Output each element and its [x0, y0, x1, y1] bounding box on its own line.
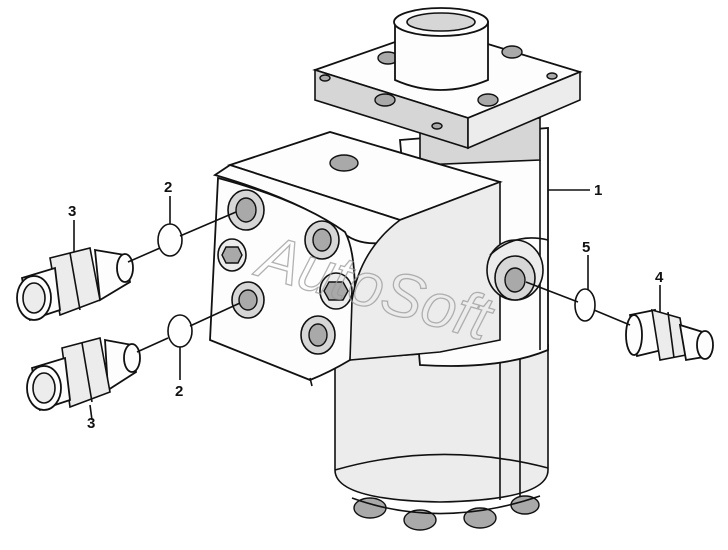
o-ring-upper [157, 223, 183, 257]
lower-cylinder [334, 344, 549, 503]
lower-cylinder-seam [334, 453, 549, 471]
hex-plug-center [319, 272, 353, 310]
adapter-fitting-right [625, 308, 714, 362]
o-ring-right [574, 288, 596, 322]
adapter-fitting-upper [16, 247, 134, 322]
block-top-bolt [329, 154, 359, 172]
bottom-bolts [351, 495, 541, 531]
hex-plug-left [217, 238, 247, 272]
callout-3-lower: 3 [87, 415, 95, 432]
callout-3-upper: 3 [68, 203, 76, 220]
assembly-lines [127, 211, 631, 353]
leader-lines [73, 189, 661, 421]
callout-4: 4 [655, 269, 664, 286]
input-shaft-tube [393, 7, 489, 91]
callout-1: 1 [594, 182, 602, 199]
steering-unit-housing [209, 7, 583, 531]
callout-2-upper: 2 [164, 179, 172, 196]
side-port-fitting [486, 237, 549, 301]
adapter-fitting-lower [26, 337, 141, 412]
callout-2-lower: 2 [175, 383, 183, 400]
o-ring-lower [167, 314, 193, 348]
port-block [209, 131, 503, 387]
callout-5: 5 [582, 239, 590, 256]
